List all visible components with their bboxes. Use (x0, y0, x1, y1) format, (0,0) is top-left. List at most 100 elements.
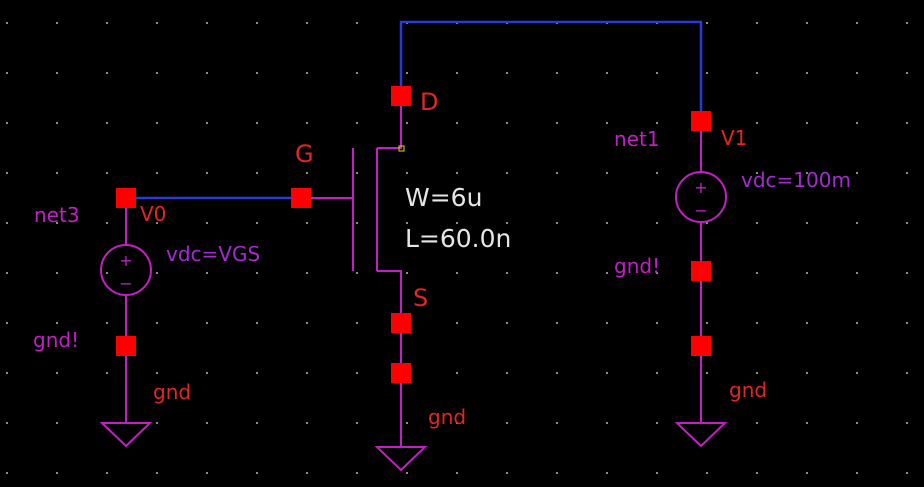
grid-dot (6, 172, 8, 174)
grid-dot (806, 72, 808, 74)
grid-dot (506, 322, 508, 324)
grid-dot (106, 322, 108, 324)
grid-dot (456, 322, 458, 324)
grid-dot (806, 22, 808, 24)
grid-dot (906, 322, 908, 324)
grid-dot (306, 272, 308, 274)
grid-dot (506, 122, 508, 124)
grid-dot (606, 372, 608, 374)
grid-dot (406, 122, 408, 124)
grid-dot (206, 122, 208, 124)
grid-dot (506, 272, 508, 274)
grid-dot (56, 422, 58, 424)
net1-label: net1 (614, 127, 660, 151)
grid-dot (106, 72, 108, 74)
wires (126, 20, 703, 200)
grid-dot (56, 372, 58, 374)
v1-gnd-pin[interactable] (691, 336, 711, 356)
grid-dot (106, 122, 108, 124)
grid-dot (156, 272, 158, 274)
grid-dot (6, 72, 8, 74)
grid-dot (6, 222, 8, 224)
grid-dot (256, 422, 258, 424)
pins (116, 86, 711, 383)
grid-dot (856, 122, 858, 124)
grid-dots (6, 22, 908, 474)
grid-dot (756, 272, 758, 274)
mosfet-gnd-pin[interactable] (391, 363, 411, 383)
grid-dot (656, 222, 658, 224)
grid-dot (206, 22, 208, 24)
grid-dot (656, 322, 658, 324)
drain-marker (398, 145, 405, 152)
grid-dot (356, 272, 358, 274)
grid-dot (356, 472, 358, 474)
grid-dot (656, 72, 658, 74)
grid-dot (406, 72, 408, 74)
grid-dot (456, 72, 458, 74)
grid-dot (206, 272, 208, 274)
grid-dot (206, 222, 208, 224)
grid-dot (906, 222, 908, 224)
grid-dot (506, 222, 508, 224)
grid-dot (756, 472, 758, 474)
grid-dot (106, 272, 108, 274)
grid-dot (406, 272, 408, 274)
grid-dot (206, 172, 208, 174)
grid-dot (506, 472, 508, 474)
grid-dot (556, 222, 558, 224)
grid-dot (306, 372, 308, 374)
grid-dot (506, 72, 508, 74)
v0-plus-pin[interactable] (116, 188, 136, 208)
gate-pin[interactable] (291, 188, 311, 208)
grid-dot (6, 122, 8, 124)
grid-dot (906, 272, 908, 274)
grid-dot (856, 272, 858, 274)
grid-dot (556, 172, 558, 174)
grid-dot (106, 172, 108, 174)
grid-dot (356, 72, 358, 74)
grid-dot (6, 472, 8, 474)
grid-dot (356, 22, 358, 24)
grid-dot (6, 272, 8, 274)
v1-gnd-bang-pin[interactable] (691, 261, 711, 281)
grid-dot (556, 272, 558, 274)
v0-gnd-pin[interactable] (116, 336, 136, 356)
grid-dot (706, 472, 708, 474)
v0-value: vdc=VGS (166, 242, 260, 266)
nmos-transistor[interactable] (301, 96, 428, 472)
grid-dot (456, 172, 458, 174)
voltage-source-v1[interactable] (674, 121, 728, 448)
grid-dot (756, 322, 758, 324)
grid-dot (456, 472, 458, 474)
voltage-source-v0[interactable] (99, 198, 153, 448)
v1-instance-name: V1 (721, 126, 747, 150)
grid-dot (656, 372, 658, 374)
grid-dot (606, 272, 608, 274)
grid-dot (656, 122, 658, 124)
grid-dot (856, 472, 858, 474)
grid-dot (706, 72, 708, 74)
grid-dot (856, 222, 858, 224)
grid-dot (156, 322, 158, 324)
grid-dot (306, 322, 308, 324)
grid-dot (156, 422, 158, 424)
drain-wire[interactable] (399, 20, 703, 121)
grid-dot (806, 372, 808, 374)
v1-plus-pin[interactable] (691, 111, 711, 131)
grid-dot (606, 72, 608, 74)
grid-dot (556, 72, 558, 74)
grid-dot (806, 272, 808, 274)
source-pin[interactable] (391, 313, 411, 333)
grid-dot (306, 472, 308, 474)
grid-dot (156, 372, 158, 374)
drain-pin[interactable] (391, 86, 411, 106)
grid-dot (506, 172, 508, 174)
grid-dot (556, 472, 558, 474)
net-labels: net3 net1 gnd! gnd! (33, 127, 660, 352)
grid-dot (756, 372, 758, 374)
grid-dot (556, 322, 558, 324)
grid-dot (856, 422, 858, 424)
grid-dot (456, 372, 458, 374)
